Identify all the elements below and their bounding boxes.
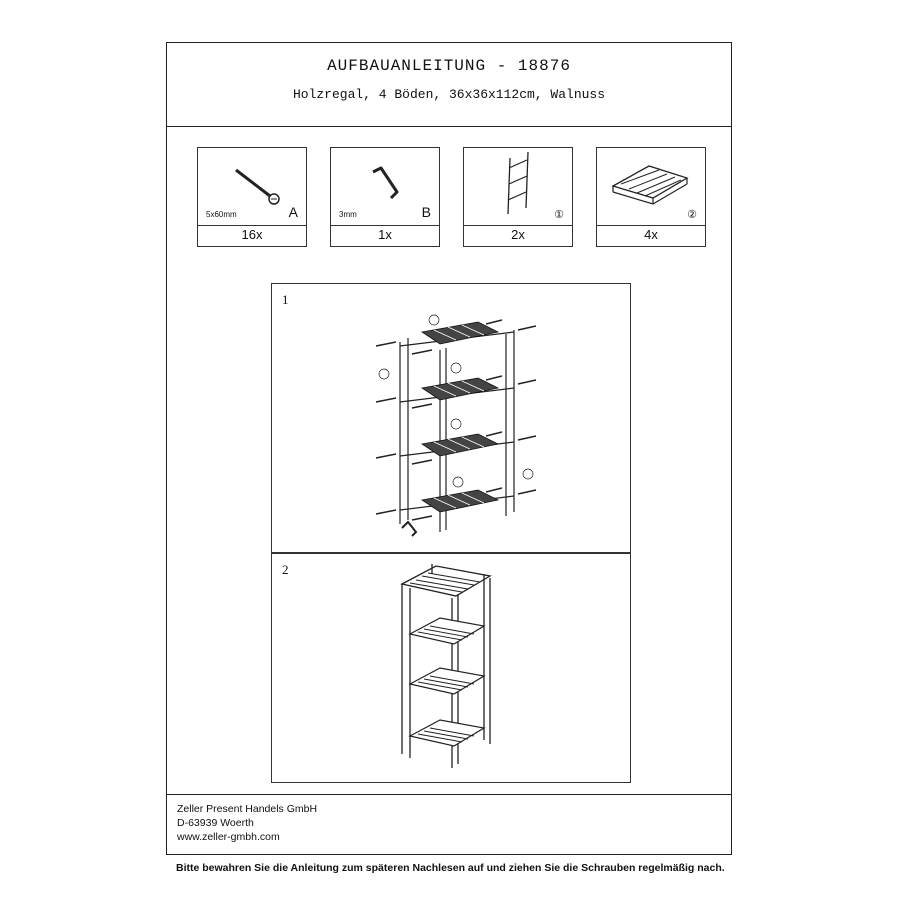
part-allen-key: 3mm B 1x [330,147,440,247]
key-size: 3mm [339,210,357,219]
step-number: 1 [282,292,289,307]
part-number-badge: ② [687,209,697,221]
part-quantity: 2x [511,227,525,242]
product-subtitle: Holzregal, 4 Böden, 36x36x112cm, Walnuss [292,87,606,102]
part-quantity: 16x [241,227,263,242]
footer: Zeller Present Handels GmbH D-63939 Woer… [167,794,731,854]
part-number-badge: ① [554,209,564,221]
step-number: 2 [282,562,289,577]
allen-key-icon [372,166,399,200]
instruction-sheet: AUFBAUANLEITUNG - 18876 Holzregal, 4 Böd… [166,42,732,855]
page-title: AUFBAUANLEITUNG - 18876 [327,57,571,75]
company-address: D-63939 Woerth [177,817,254,829]
step-2-panel: 2 [271,553,631,783]
part-screw: 5x60mm A 16x [197,147,307,247]
header: AUFBAUANLEITUNG - 18876 Holzregal, 4 Böd… [167,43,731,127]
company-name: Zeller Present Handels GmbH [177,803,318,815]
part-shelf: ② 4x [596,147,706,247]
maintenance-note: Bitte bewahren Sie die Anleitung zum spä… [176,862,725,874]
company-website[interactable]: www.zeller-gmbh.com [177,831,280,843]
part-quantity: 1x [378,227,392,242]
step-1-panel: 1 [271,283,631,553]
finished-shelf-icon [400,564,492,768]
part-letter-a: A [288,204,298,220]
part-letter-b: B [421,204,431,220]
part-side-frame: ① 2x [463,147,573,247]
screw-size: 5x60mm [206,210,237,219]
slatted-shelf-icon [611,165,689,205]
side-frame-icon [507,151,529,215]
part-quantity: 4x [644,227,658,242]
screw-icon [235,167,280,205]
exploded-assembly-icon [375,314,537,537]
